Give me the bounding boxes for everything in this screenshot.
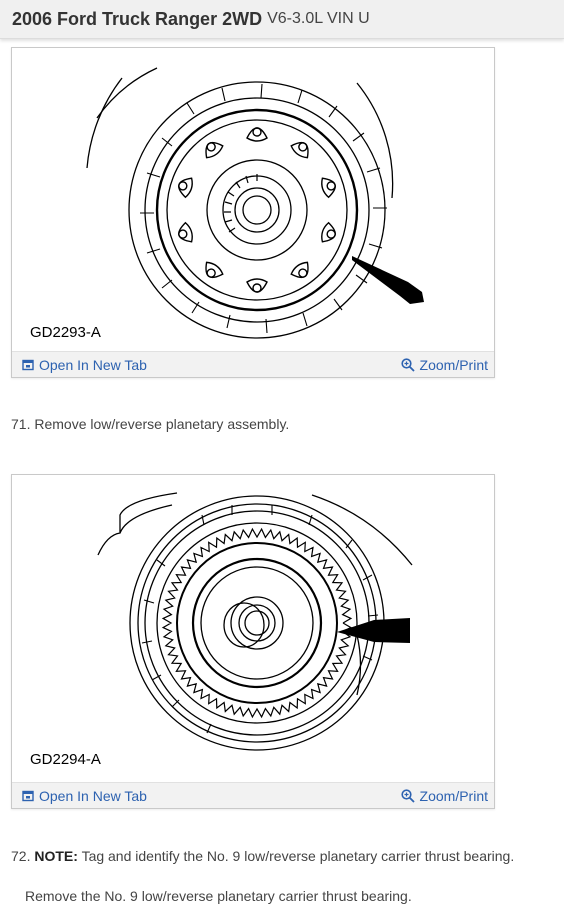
zoom-print-link[interactable]: Zoom/Print	[400, 787, 488, 804]
figure-gd2294[interactable]: GD2294-A Open In New Tab Zoom/Print	[11, 474, 495, 809]
step-72-number: 72.	[11, 848, 31, 864]
open-new-tab-link[interactable]: Open In New Tab	[22, 357, 147, 373]
step-71: 71. Remove low/reverse planetary assembl…	[11, 416, 290, 432]
zoom-print-link[interactable]: Zoom/Print	[400, 356, 488, 373]
planetary-diagram-2	[97, 492, 413, 751]
note-text: Tag and identify the No. 9 low/reverse p…	[81, 848, 515, 864]
figure-toolbar: Open In New Tab Zoom/Print	[12, 782, 494, 808]
zoom-print-label: Zoom/Print	[419, 356, 488, 373]
open-new-tab-label: Open In New Tab	[39, 356, 147, 373]
open-tab-icon	[22, 790, 34, 801]
figure-caption: GD2294-A	[30, 751, 101, 768]
open-new-tab-label: Open In New Tab	[39, 787, 147, 804]
step-72: 72. NOTE: Tag and identify the No. 9 low…	[11, 848, 514, 864]
engine-subtitle: V6-3.0L VIN U	[267, 10, 370, 27]
planetary-diagram-1	[86, 67, 424, 339]
figure-toolbar: Open In New Tab Zoom/Print	[12, 351, 494, 377]
open-tab-icon	[22, 359, 34, 370]
zoom-icon	[400, 357, 415, 372]
pointer-arrow-2	[337, 618, 410, 643]
figure-gd2293[interactable]: GD2293-A Open In New Tab Zoom/Print	[11, 47, 495, 378]
step-72-action: Remove the No. 9 low/reverse planetary c…	[25, 888, 412, 904]
zoom-print-label: Zoom/Print	[419, 787, 488, 804]
note-label: NOTE:	[34, 848, 78, 864]
page-header: 2006 Ford Truck Ranger 2WD V6-3.0L VIN U	[0, 0, 564, 39]
open-new-tab-link[interactable]: Open In New Tab	[22, 788, 147, 804]
figure-caption: GD2293-A	[30, 324, 101, 341]
vehicle-title: 2006 Ford Truck Ranger 2WD	[12, 8, 263, 29]
zoom-icon	[400, 788, 415, 803]
pointer-arrow-1	[352, 256, 424, 304]
